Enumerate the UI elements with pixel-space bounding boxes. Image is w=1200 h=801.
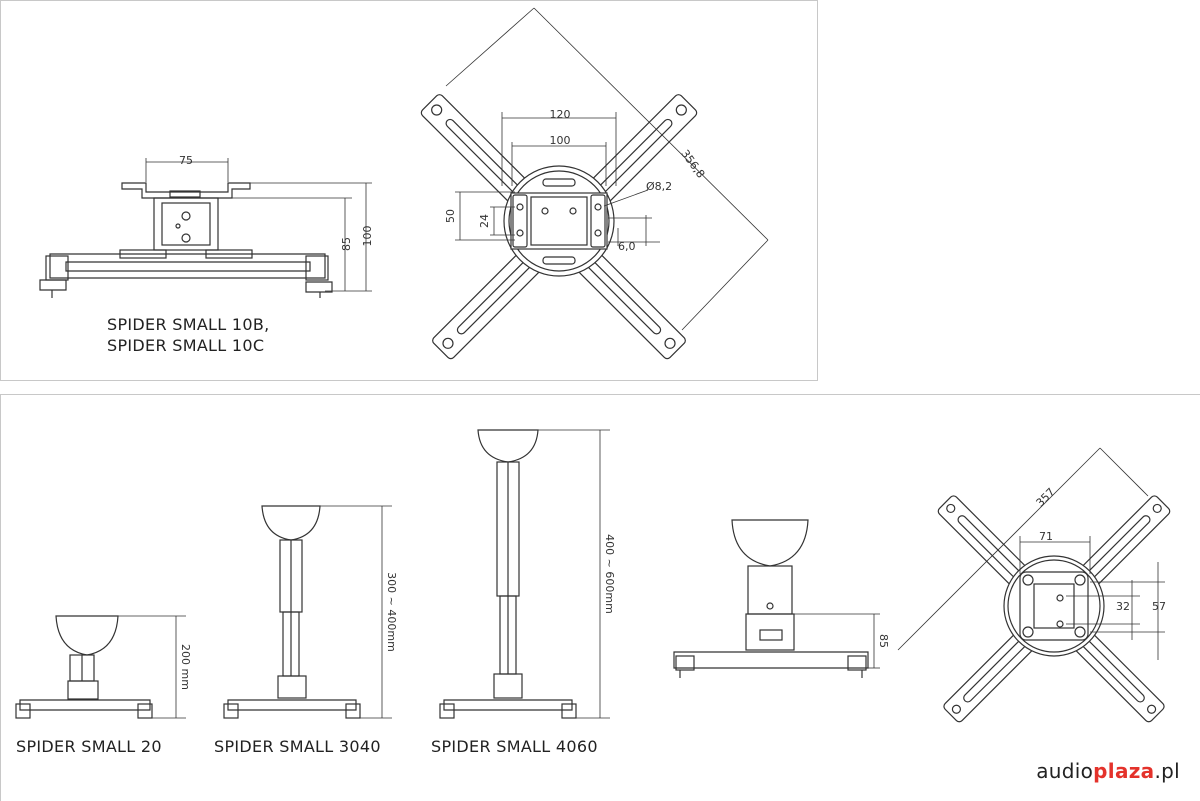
model-label-top-line2: SPIDER SMALL 10C: [107, 336, 265, 355]
dim-75: 75: [179, 154, 193, 167]
dim-24: 24: [478, 214, 491, 228]
brand-logo: audioplaza.pl: [1036, 759, 1180, 783]
dim-50: 50: [444, 209, 457, 223]
dim-hole-diameter: Ø8,2: [646, 180, 672, 193]
dim-85: 85: [340, 237, 353, 251]
dim-400-600: 400 ~ 600mm: [603, 534, 616, 614]
model-label-20: SPIDER SMALL 20: [16, 737, 162, 756]
dim-85-bottom: 85: [877, 634, 890, 648]
spider-top-view: [420, 7, 769, 360]
model-label-top-line1: SPIDER SMALL 10B,: [107, 315, 270, 334]
side-view-with-cap: [673, 519, 880, 678]
top-panel: [0, 0, 818, 381]
spider-small-20-drawing: [15, 615, 186, 719]
model-label-3040: SPIDER SMALL 3040: [214, 737, 381, 756]
logo-part-domain: .pl: [1154, 759, 1180, 783]
dim-356-8: 356,8: [678, 147, 707, 180]
dim-71: 71: [1039, 530, 1053, 543]
dim-57: 57: [1152, 600, 1166, 613]
dim-200mm: 200 mm: [179, 644, 192, 690]
spider-small-3040-drawing: [223, 505, 392, 719]
logo-part-plaza: plaza: [1093, 759, 1155, 783]
dim-100-span: 100: [550, 134, 571, 147]
dim-32: 32: [1116, 600, 1130, 613]
dim-300-400: 300 ~ 400mm: [385, 572, 398, 652]
spider-small-4060-drawing: [439, 429, 610, 719]
model-label-4060: SPIDER SMALL 4060: [431, 737, 598, 756]
dim-357: 357: [1034, 486, 1058, 510]
dim-100: 100: [361, 226, 374, 247]
side-view-mount: [39, 158, 372, 298]
logo-part-audio: audio: [1036, 759, 1094, 783]
spider-top-view-with-cap: [897, 447, 1171, 723]
dim-120: 120: [550, 108, 571, 121]
dim-6: 6,0: [618, 240, 636, 253]
